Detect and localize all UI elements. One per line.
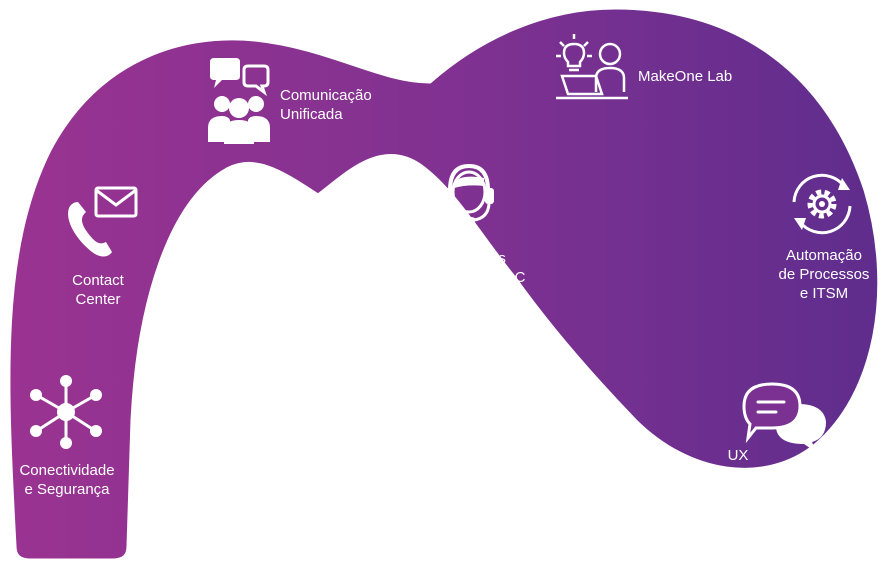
voice-wave-icon [520, 337, 606, 420]
label-comunicacao: Comunicação Unificada [280, 87, 372, 123]
headset-agent-icon [444, 163, 494, 223]
network-hub-icon [30, 375, 102, 449]
label-melhores-praticas: Melhores Práticas de CC [424, 250, 526, 286]
lightbulb-laptop-icon [556, 34, 628, 100]
label-ux-conversacional: UX Conversacional [686, 447, 790, 483]
label-conectividade: Conectividade e Segurança [19, 462, 115, 498]
gear-cycle-icon [792, 173, 852, 235]
ribbon-shape [7, 6, 881, 562]
chat-group-icon [208, 58, 270, 144]
label-business-analytics: Business Analytics [533, 430, 595, 466]
label-makeone-lab: MakeOne Lab [638, 68, 733, 85]
label-contact-center: Contact Center [72, 272, 124, 308]
chat-bubbles-icon [742, 382, 826, 452]
label-automacao: Automação de Processos e ITSM [778, 247, 870, 302]
phone-envelope-icon [68, 186, 138, 257]
